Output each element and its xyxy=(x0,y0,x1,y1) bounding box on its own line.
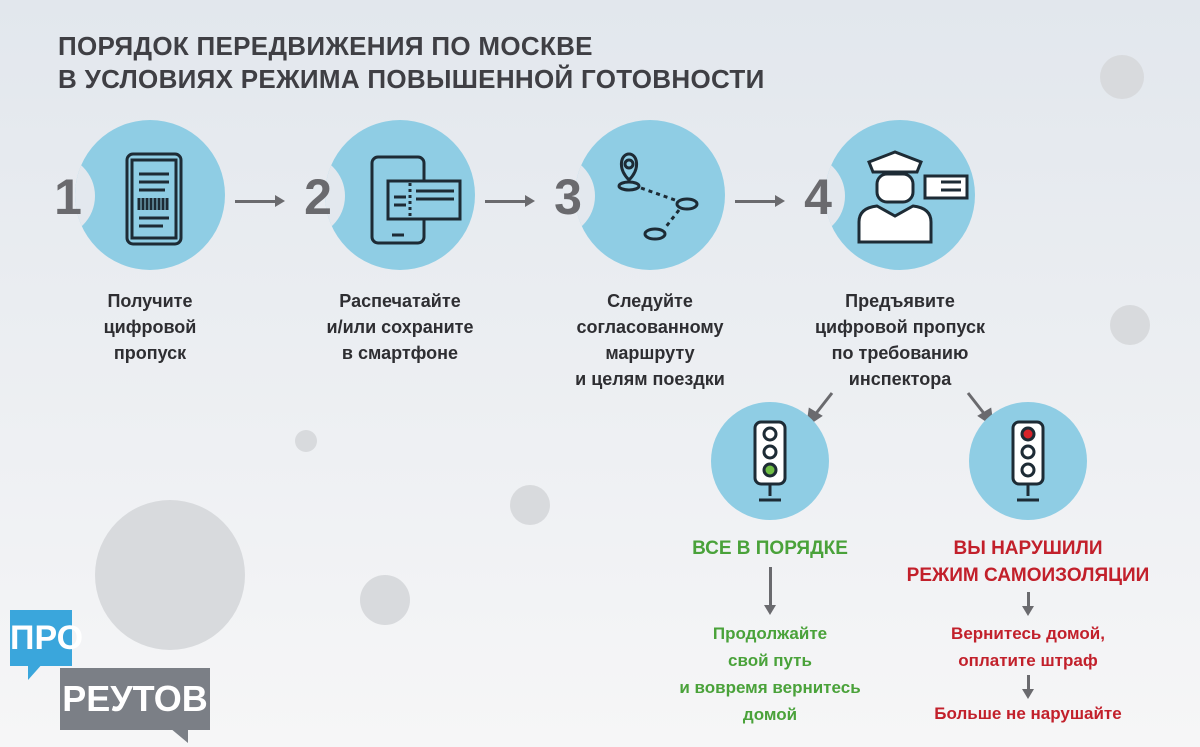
inspector-icon xyxy=(857,150,969,244)
virus-decoration xyxy=(295,430,317,452)
step-number: 2 xyxy=(304,169,332,225)
step-number: 3 xyxy=(554,169,582,225)
ok-title: ВСЕ В ПОРЯДКЕ xyxy=(692,538,848,559)
step-1-circle xyxy=(75,120,225,270)
arrow-right-icon xyxy=(735,195,785,207)
virus-decoration xyxy=(95,500,245,650)
arrow-down-icon xyxy=(764,567,776,615)
phone-pass-icon xyxy=(125,152,183,246)
virus-decoration xyxy=(360,575,410,625)
arrow-right-icon xyxy=(485,195,535,207)
traffic-light-green-icon xyxy=(753,420,787,502)
title-line: ПОРЯДОК ПЕРЕДВИЖЕНИЯ ПО МОСКВЕ xyxy=(58,31,593,61)
arrow-down-icon xyxy=(1022,592,1034,616)
phone-ticket-icon xyxy=(370,155,462,245)
route-pin-icon xyxy=(617,152,699,241)
traffic-light-red-icon xyxy=(1011,420,1045,502)
branch-arrows-icon xyxy=(806,392,994,428)
virus-decoration xyxy=(1100,55,1144,99)
step-3-circle xyxy=(575,120,725,270)
step-number: 4 xyxy=(804,169,832,225)
virus-decoration xyxy=(510,485,550,525)
step-2-circle xyxy=(325,120,475,270)
arrow-right-icon xyxy=(235,195,285,207)
violation-final: Больше не нарушайте xyxy=(934,704,1122,723)
step-number: 1 xyxy=(54,169,82,225)
title-line: В УСЛОВИЯХ РЕЖИМА ПОВЫШЕННОЙ ГОТОВНОСТИ xyxy=(58,64,765,94)
virus-decoration xyxy=(1110,305,1150,345)
green-traffic-light-circle xyxy=(711,402,829,520)
violation-instructions: Вернитесь домой,оплатите штраф xyxy=(951,624,1105,670)
watermark-pro: ПРО xyxy=(10,610,83,666)
page-title: ПОРЯДОК ПЕРЕДВИЖЕНИЯ ПО МОСКВЕ В УСЛОВИЯ… xyxy=(58,30,765,96)
red-traffic-light-circle xyxy=(969,402,1087,520)
step-4-circle xyxy=(825,120,975,270)
arrow-down-icon xyxy=(1022,675,1034,699)
watermark-logo: ПРО РЕУТОВ xyxy=(10,610,210,743)
watermark-reutov: РЕУТОВ xyxy=(60,668,210,730)
